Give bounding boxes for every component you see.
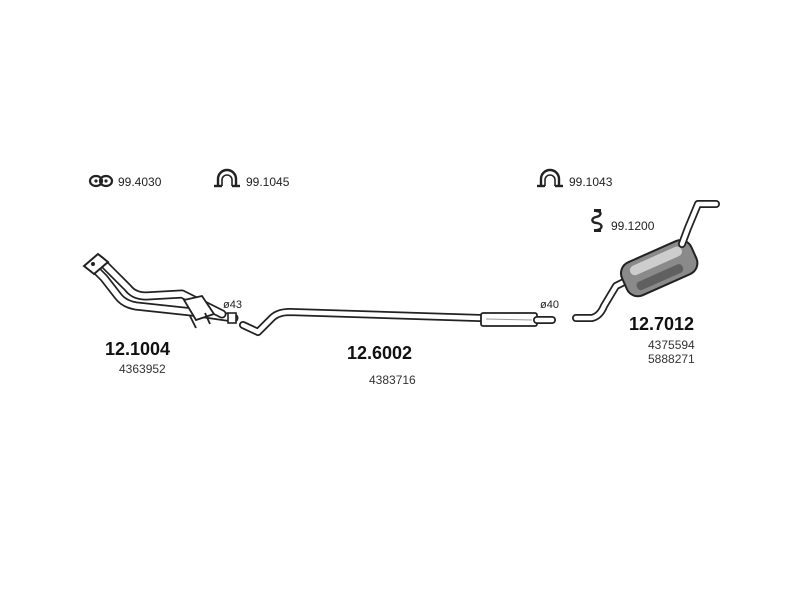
- part-number-12-6002: 12.6002: [347, 343, 412, 363]
- front-pipe-drawing: [82, 252, 239, 329]
- oem-number-4375594: 4375594: [648, 338, 695, 352]
- accessory-code-clamp-1045: 99.1045: [246, 175, 290, 189]
- accessory-code-clamp-1043: 99.1043: [569, 175, 613, 189]
- gasket-icon: [88, 174, 114, 188]
- part-number-12-1004: 12.1004: [105, 339, 170, 359]
- accessory-code-gasket: 99.4030: [118, 175, 162, 189]
- diameter-label-43: ø43: [223, 299, 242, 311]
- oem-number-4383716: 4383716: [369, 373, 416, 387]
- rubber-hanger-icon: [591, 209, 603, 232]
- part-number-12-7012: 12.7012: [629, 314, 694, 334]
- diameter-label-40: ø40: [540, 299, 559, 311]
- clamp-icon: [537, 168, 563, 188]
- middle-pipe-drawing: [239, 308, 556, 336]
- accessory-code-hanger: 99.1200: [611, 219, 655, 233]
- oem-number-5888271: 5888271: [648, 352, 695, 366]
- clamp-icon: [214, 168, 240, 188]
- rear-muffler-drawing: [572, 200, 720, 322]
- oem-number-4363952: 4363952: [119, 362, 166, 376]
